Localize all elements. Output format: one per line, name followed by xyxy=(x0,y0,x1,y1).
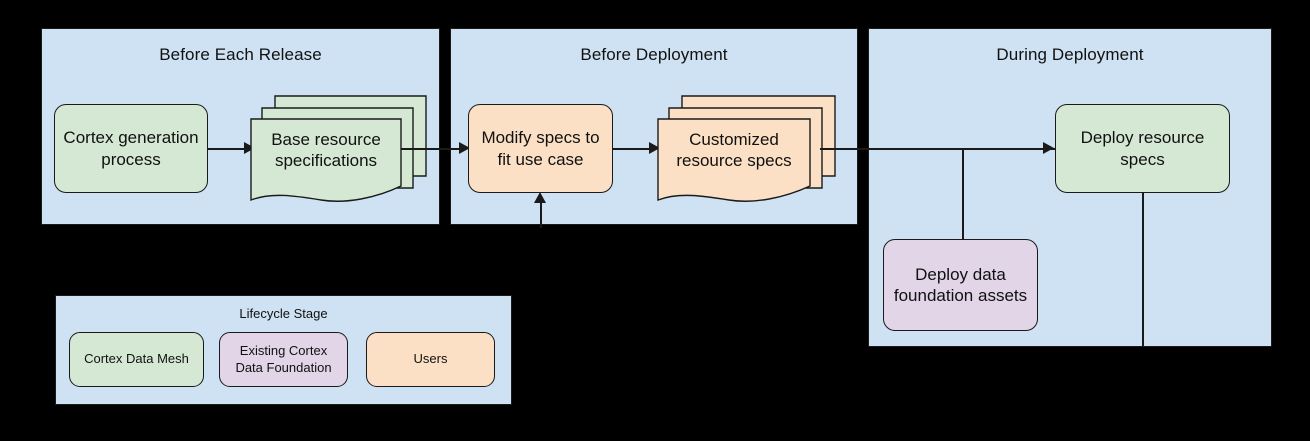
legend-title: Lifecycle Stage xyxy=(239,306,328,321)
arrowhead-customizedspecs-to-deployspecs xyxy=(1043,142,1054,154)
arrowhead-modifyspecs-to-customizedspecs xyxy=(649,142,660,154)
node-label: Deploy resource specs xyxy=(1080,128,1205,169)
node-label: Cortex generation process xyxy=(63,128,199,169)
arrowhead-basespecs-to-modifyspecs-overlay xyxy=(459,142,470,154)
node-modify-specs-to-fit-use-case[interactable]: Modify specs to fit use case xyxy=(468,104,613,193)
edge-basespecs-to-modifyspecs-overlay xyxy=(401,148,463,150)
edge-junction-to-deploy-data-foundation xyxy=(962,148,964,240)
node-base-resource-specifications[interactable]: Base resource specifications xyxy=(250,88,430,205)
edge-cortexgen-to-basespecs xyxy=(208,148,247,150)
legend-item-label: Cortex Data Mesh xyxy=(84,351,189,367)
edge-customizedspecs-to-deployspecs xyxy=(820,148,1090,150)
node-cortex-generation-process[interactable]: Cortex generation process xyxy=(54,104,208,193)
legend-item-label: Existing Cortex Data Foundation xyxy=(235,342,332,375)
node-label: Deploy data foundation assets xyxy=(893,264,1028,305)
node-customized-resource-specs[interactable]: Customized resource specs xyxy=(657,88,842,205)
node-deploy-data-foundation-assets[interactable]: Deploy data foundation assets xyxy=(883,239,1038,331)
edge-users-to-modifyspecs xyxy=(540,196,542,228)
container-title-before-each-release: Before Each Release xyxy=(159,45,322,64)
arrowhead-cortexgen-to-basespecs xyxy=(244,142,255,154)
legend-item-users[interactable]: Users xyxy=(366,332,495,387)
edge-deployspecs-downstream xyxy=(1142,193,1144,347)
container-title-before-deployment: Before Deployment xyxy=(580,45,728,64)
node-label: Modify specs to fit use case xyxy=(481,128,600,169)
node-deploy-resource-specs[interactable]: Deploy resource specs xyxy=(1055,104,1230,193)
legend-item-existing-cortex-data-foundation[interactable]: Existing Cortex Data Foundation xyxy=(219,332,348,387)
arrowhead-users-to-modifyspecs xyxy=(534,192,546,203)
legend-item-cortex-data-mesh[interactable]: Cortex Data Mesh xyxy=(69,332,204,387)
edge-modifyspecs-to-customizedspecs xyxy=(613,148,652,150)
container-title-during-deployment: During Deployment xyxy=(996,45,1144,64)
legend-item-label: Users xyxy=(413,351,448,367)
